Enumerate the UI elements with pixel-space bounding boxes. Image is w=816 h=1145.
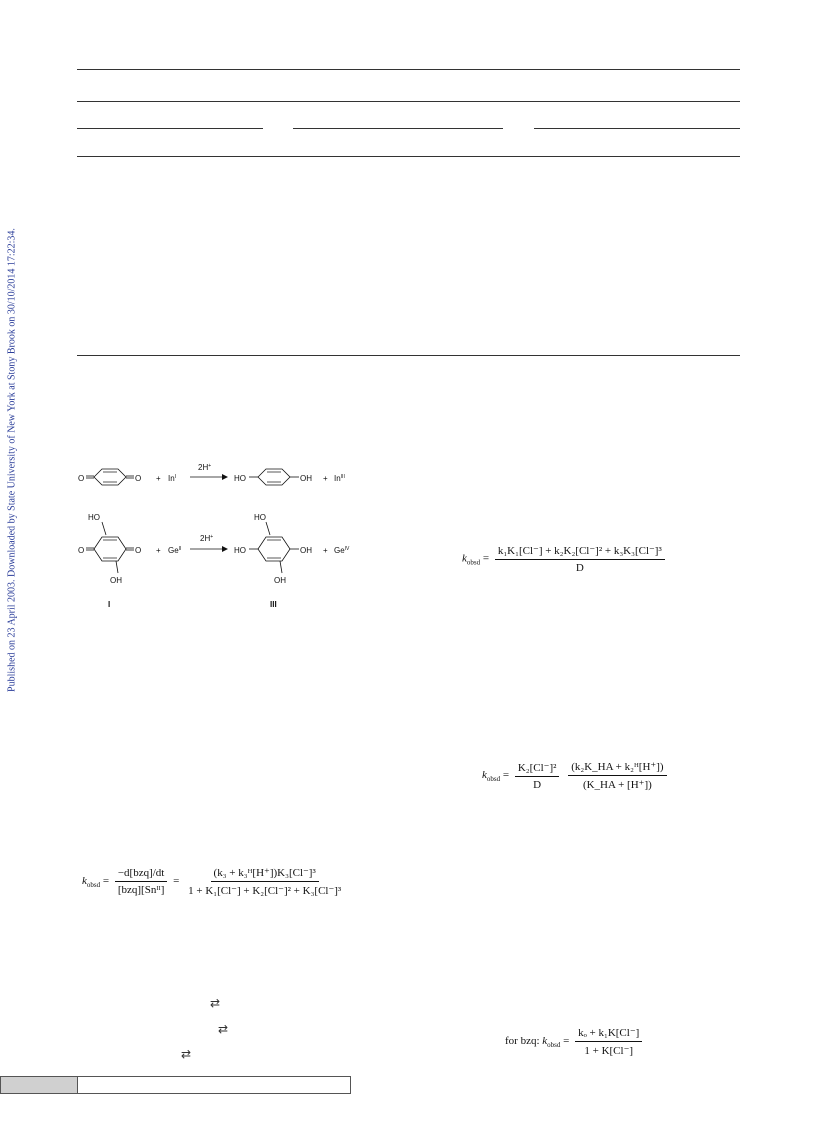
svg-text:O: O [135, 546, 141, 555]
table-top-rule [77, 69, 740, 70]
svg-text:O: O [135, 474, 141, 483]
table-subheader-rule-1 [77, 128, 263, 129]
equilibrium-arrow-icon: ⇄ [218, 1022, 229, 1036]
svg-text:+: + [323, 546, 328, 555]
reaction-scheme: O O + InI 2H+ HO OH + InIII HO O O [78, 463, 350, 609]
svg-text:HO: HO [88, 513, 100, 522]
rate-law-equation-4: for bzq: kobsd = kₒ + k₁K[Cl⁻] 1 + K[Cl⁻… [505, 1026, 645, 1057]
hydroquinone-structure: HO OH [234, 468, 312, 486]
svg-text:HO: HO [254, 513, 266, 522]
table-bottom-rule [77, 355, 740, 356]
svg-text:O: O [78, 474, 84, 483]
rate-law-equation-2: kobsd = K₂[Cl⁻]² D (k₂K_HA + k₂ᴴ[H⁺]) (K… [482, 760, 670, 791]
table-subheader-rule-2 [293, 128, 503, 129]
rate-law-equation-1: kobsd = k₁K₁[Cl⁻] + k₂K₂[Cl⁻]² + k₃K₃[Cl… [462, 544, 668, 574]
svg-text:OH: OH [300, 546, 312, 555]
svg-text:+: + [323, 474, 328, 483]
svg-text:HO: HO [234, 546, 246, 555]
compound-label-i: I [108, 600, 110, 609]
equilibrium-arrow-icon: ⇄ [181, 1047, 192, 1061]
benzoquinone-structure: O O [78, 468, 141, 486]
rate-law-equation-3: kobsd = −d[bzq]/dt [bzq][Snᴵᴵ] = (k₃ + k… [82, 867, 342, 897]
indium-i-label: InI [168, 474, 176, 483]
table-subheader-rule-3 [534, 128, 740, 129]
svg-text:O: O [78, 546, 84, 555]
svg-text:+: + [156, 546, 161, 555]
download-watermark-text: Published on 23 April 2003. Downloaded b… [6, 228, 18, 692]
svg-text:HO: HO [234, 474, 246, 483]
svg-text:+: + [156, 474, 161, 483]
svg-text:2H+: 2H+ [198, 463, 211, 472]
germanium-ii-label: GeII [168, 546, 181, 555]
indium-iii-label: InIII [334, 474, 345, 483]
dihydroxybenzoquinone-structure: HO O O OH [78, 513, 141, 585]
table-column-rule [77, 156, 740, 157]
svg-text:OH: OH [110, 576, 122, 585]
compound-label-iii: III [270, 600, 277, 609]
download-watermark: Published on 23 April 2003. Downloaded b… [4, 200, 20, 720]
page-footer-cell [1, 1077, 78, 1093]
tetrahydroxybenzene-structure: HO HO OH OH [234, 513, 312, 585]
table-header-rule [77, 101, 740, 102]
equilibrium-arrow-icon: ⇄ [210, 996, 221, 1010]
germanium-iv-label: GeIV [334, 546, 350, 555]
svg-text:OH: OH [274, 576, 286, 585]
svg-text:2H+: 2H+ [200, 534, 213, 543]
svg-text:OH: OH [300, 474, 312, 483]
page-footer-bar [0, 1076, 351, 1094]
